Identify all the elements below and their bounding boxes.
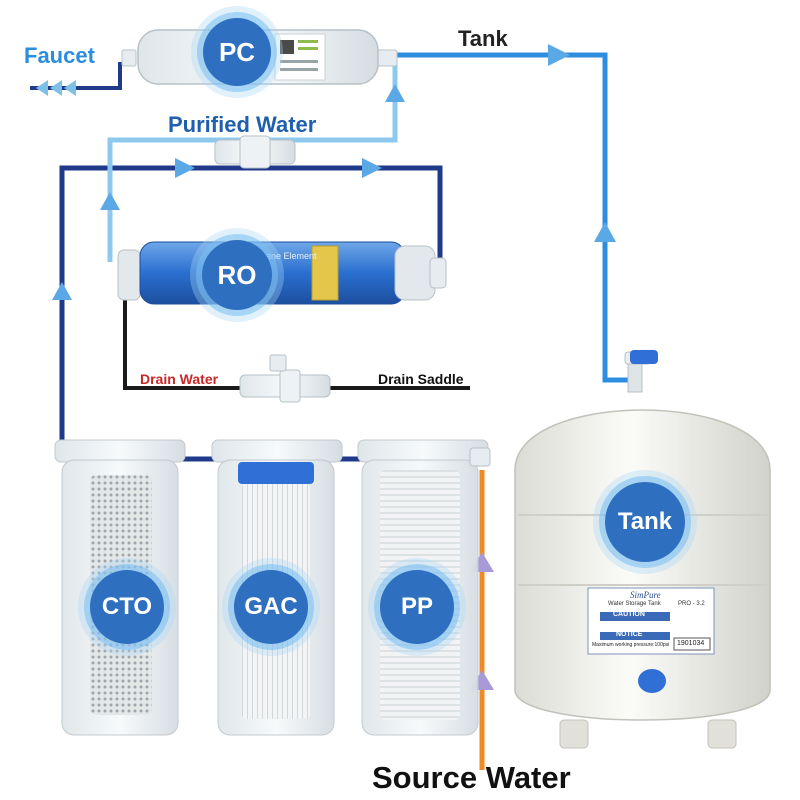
- tank-line-label: Tank: [458, 26, 508, 51]
- gac-badge: GAC: [234, 570, 308, 644]
- tank-sticker: [587, 587, 715, 655]
- source-water-label: Source Water: [372, 760, 571, 795]
- faucet-arrow-icon: [36, 80, 76, 96]
- faucet-label: Faucet: [24, 43, 95, 68]
- arrow-up-icon: [385, 84, 405, 102]
- tank-sticker-title: Water Storage Tank: [608, 601, 661, 607]
- drain-water-label: Drain Water: [140, 371, 219, 387]
- tank-sticker-max-pressure: Maximum working pressure:100psi: [592, 642, 670, 648]
- arrow-up-icon: [100, 192, 120, 210]
- tank-sticker-model: PRO - 3.2: [678, 601, 705, 607]
- tank-sticker-brand: SimPure: [630, 590, 661, 600]
- pc-badge: PC: [203, 18, 271, 86]
- arrow-right-icon: [362, 158, 382, 178]
- arrow-right-icon: [548, 44, 570, 66]
- purified-water-label: Purified Water: [168, 112, 317, 137]
- tank-badge: Tank: [605, 482, 685, 562]
- pp-badge: PP: [380, 570, 454, 644]
- drain-line: [123, 300, 470, 390]
- arrow-up-icon: [52, 282, 72, 300]
- inline-connector: [214, 135, 296, 169]
- tank-sticker-notice: NOTICE: [616, 631, 643, 638]
- arrow-right-icon: [175, 158, 195, 178]
- tank-sticker-caution: CAUTION: [613, 611, 645, 618]
- ro-badge: RO: [202, 240, 272, 310]
- ro-element-text: Membrane Element: [238, 251, 317, 261]
- arrow-up-icon: [594, 222, 616, 242]
- cto-badge: CTO: [90, 570, 164, 644]
- tank-line: [395, 52, 628, 383]
- feed-line: [59, 165, 443, 462]
- drain-saddle-label: Drain Saddle: [378, 371, 464, 387]
- flow-restrictor: [239, 354, 331, 403]
- tank-sticker-serial: 1901034: [677, 640, 705, 647]
